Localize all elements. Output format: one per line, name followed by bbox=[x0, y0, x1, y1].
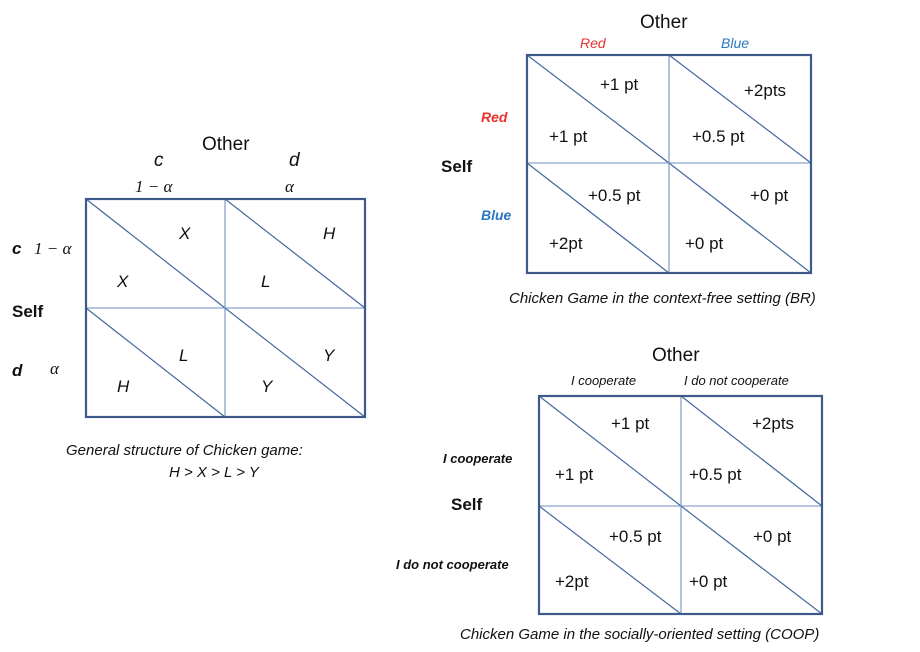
general-other-label: Other bbox=[202, 134, 250, 155]
general-cell-1-2-other: H bbox=[323, 224, 336, 243]
general-col-prob-d: α bbox=[285, 177, 294, 196]
br-cell-1-1-self: +1 pt bbox=[549, 127, 588, 146]
general-cell-2-2-self: Y bbox=[261, 377, 273, 396]
coop-cell-1-1-self: +1 pt bbox=[555, 465, 594, 484]
br-other-label: Other bbox=[640, 12, 688, 33]
general-cell-1-2-self: L bbox=[261, 272, 271, 291]
coop-row-label-not-cooperate: I do not cooperate bbox=[396, 557, 509, 572]
br-diag-4 bbox=[668, 162, 812, 274]
br-cell-2-1-other: +0.5 pt bbox=[588, 186, 641, 205]
br-caption: Chicken Game in the context-free setting… bbox=[509, 290, 816, 307]
coop-grid bbox=[537, 394, 824, 616]
general-diag-1 bbox=[85, 198, 226, 309]
br-cell-2-2-self: +0 pt bbox=[685, 234, 724, 253]
general-frame bbox=[84, 197, 367, 419]
coop-cell-2-2-self: +0 pt bbox=[689, 572, 728, 591]
br-cell-1-2-other: +2pts bbox=[744, 81, 787, 100]
br-diag-1 bbox=[526, 54, 670, 164]
br-col-label-red: Red bbox=[580, 35, 606, 51]
coop-cell-2-1-other: +0.5 pt bbox=[609, 527, 662, 546]
general-cell-2-1-self: H bbox=[117, 377, 130, 396]
coop-diag-3 bbox=[538, 505, 682, 615]
general-caption-line1: General structure of Chicken game: bbox=[66, 442, 303, 459]
coop-diag-4 bbox=[680, 505, 823, 615]
general-self-label: Self bbox=[12, 302, 44, 321]
br-frame bbox=[525, 53, 813, 275]
br-self-label: Self bbox=[441, 157, 473, 176]
br-row-label-blue: Blue bbox=[481, 207, 512, 223]
general-row-prob-d: α bbox=[50, 359, 59, 378]
coop-cell-2-2-other: +0 pt bbox=[753, 527, 792, 546]
general-diag-3 bbox=[85, 307, 226, 418]
coop-col-label-not-cooperate: I do not cooperate bbox=[684, 373, 789, 388]
coop-cell-1-1-other: +1 pt bbox=[611, 414, 650, 433]
general-cell-2-1-other: L bbox=[179, 346, 189, 365]
coop-other-label: Other bbox=[652, 345, 700, 366]
general-diag-4 bbox=[224, 307, 366, 418]
general-row-strategy-c: c bbox=[12, 239, 22, 258]
br-diag-3 bbox=[526, 162, 670, 274]
coop-caption: Chicken Game in the socially-oriented se… bbox=[460, 626, 820, 643]
coop-cell-1-2-other: +2pts bbox=[752, 414, 795, 433]
general-caption-line2: H > X > L > Y bbox=[169, 464, 259, 481]
coop-diag-1 bbox=[538, 395, 682, 507]
general-diag-2 bbox=[224, 198, 366, 309]
general-col-prob-c: 1 − α bbox=[135, 177, 173, 196]
br-cell-2-1-self: +2pt bbox=[549, 234, 583, 253]
general-cell-1-1-self: X bbox=[117, 272, 129, 291]
coop-cell-2-1-self: +2pt bbox=[555, 572, 589, 591]
general-grid bbox=[84, 197, 367, 419]
general-col-strategy-c: c bbox=[154, 150, 164, 171]
br-cell-1-2-self: +0.5 pt bbox=[692, 127, 745, 146]
br-grid bbox=[525, 53, 813, 275]
general-cell-2-2-other: Y bbox=[323, 346, 335, 365]
coop-diag-2 bbox=[680, 395, 823, 507]
coop-frame bbox=[537, 394, 824, 616]
br-cell-2-2-other: +0 pt bbox=[750, 186, 789, 205]
br-col-label-blue: Blue bbox=[721, 35, 750, 51]
coop-col-label-cooperate: I cooperate bbox=[571, 373, 637, 388]
br-cell-1-1-other: +1 pt bbox=[600, 75, 639, 94]
general-cell-1-1-other: X bbox=[179, 224, 191, 243]
coop-self-label: Self bbox=[451, 495, 483, 514]
coop-row-label-cooperate: I cooperate bbox=[443, 451, 513, 466]
br-row-label-red: Red bbox=[481, 109, 508, 125]
coop-cell-1-2-self: +0.5 pt bbox=[689, 465, 742, 484]
br-diag-2 bbox=[668, 54, 812, 164]
general-col-strategy-d: d bbox=[289, 150, 300, 171]
general-row-prob-c: 1 − α bbox=[34, 239, 72, 258]
general-row-strategy-d: d bbox=[12, 361, 23, 380]
